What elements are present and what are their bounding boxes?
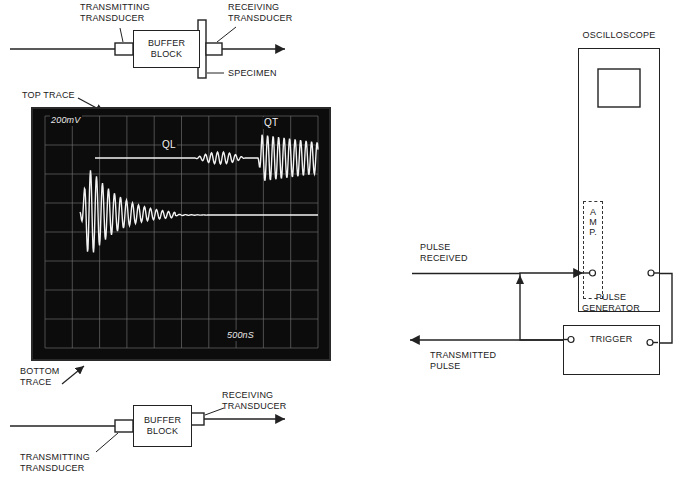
leader-line <box>205 408 224 415</box>
leader-line <box>217 27 236 42</box>
signal-label-holder: PULSE RECEIVED <box>420 242 480 264</box>
transducer <box>190 413 204 425</box>
trace-label: QT <box>263 117 279 129</box>
leader-line <box>207 73 224 74</box>
part-label: TRANSMITTING TRANSDUCER <box>20 452 100 474</box>
trace-label-holder: QL <box>161 139 177 151</box>
transducer <box>206 43 222 55</box>
signal-label-holder: TRANSMITTED PULSE <box>430 350 505 372</box>
terminal-label: TRIGGER <box>590 334 632 345</box>
scale-label: 200mV <box>50 115 82 126</box>
leader-line <box>120 28 123 42</box>
device-housing: AMP. <box>578 48 660 312</box>
grid-line <box>45 348 318 349</box>
signal-label: TRANSMITTED PULSE <box>430 350 505 372</box>
graticule <box>45 116 318 348</box>
grid-line <box>45 145 318 146</box>
transducer <box>115 420 133 432</box>
part-label-holder: RECEIVING TRANSDUCER <box>222 390 297 412</box>
wire-connector <box>520 273 583 340</box>
wire <box>653 342 658 343</box>
block-label: BUFFER BLOCK <box>137 415 188 437</box>
signal-label: PULSE RECEIVED <box>420 242 480 264</box>
transducer <box>115 43 133 55</box>
scale-label: 500nS <box>226 330 255 341</box>
pulse-generator: PULSE GENERATOR TRIGGER <box>556 292 666 375</box>
signal-line <box>412 273 520 274</box>
device-heading: PULSE GENERATOR <box>579 292 643 314</box>
terminal <box>647 340 653 346</box>
scale-label-holder: 200mV <box>50 115 82 126</box>
part-label: TRANSMITTING TRANSDUCER <box>80 2 160 24</box>
trace-label: QL <box>161 139 177 151</box>
signal-line <box>10 48 115 49</box>
wire-connector <box>660 274 672 344</box>
amplifier: AMP. <box>583 201 603 299</box>
trace-label: TOP TRACE <box>22 90 75 101</box>
terminal <box>590 270 596 276</box>
device-housing: TRIGGER <box>563 325 660 375</box>
device-detail <box>564 326 661 376</box>
part-label-holder: RECEIVING TRANSDUCER <box>228 2 303 24</box>
device-heading: OSCILLOSCOPE <box>572 30 666 41</box>
signal-arrow <box>204 418 285 419</box>
part-label: SPECIMEN <box>228 68 277 79</box>
buffer-block: BUFFER BLOCK <box>133 30 200 68</box>
grid-line <box>45 319 318 320</box>
terminal <box>648 270 654 276</box>
block-label: BUFFER BLOCK <box>137 38 196 60</box>
trace-label: BOTTOM TRACE <box>20 366 72 388</box>
part-label: RECEIVING TRANSDUCER <box>228 2 303 24</box>
screen-outline <box>598 69 640 107</box>
grid-line <box>45 261 318 262</box>
part-label-holder: TRANSMITTING TRANSDUCER <box>20 452 100 474</box>
oscilloscope: OSCILLOSCOPE AMP. <box>572 30 666 312</box>
buffer-block: BUFFER BLOCK <box>133 405 192 447</box>
wire <box>654 272 659 273</box>
signal-line <box>10 425 115 426</box>
amp-label: AMP. <box>589 208 598 238</box>
terminal <box>568 337 574 343</box>
trace-label-holder: TOP TRACE <box>22 90 75 101</box>
leader-line <box>96 433 118 452</box>
part-label-holder: SPECIMEN <box>228 68 277 79</box>
trace-label-holder: BOTTOM TRACE <box>20 366 72 388</box>
trace <box>95 135 318 181</box>
part-label-holder: TRANSMITTING TRANSDUCER <box>80 2 160 24</box>
grid-line <box>45 290 318 291</box>
scope-photo <box>32 108 330 360</box>
trace <box>80 170 318 252</box>
trace-label-holder: QT <box>263 117 279 129</box>
wire <box>584 272 590 273</box>
wire <box>564 339 568 340</box>
signal-arrow <box>222 48 285 49</box>
pointer-arrow <box>62 366 84 384</box>
scale-label-holder: 500nS <box>226 330 255 341</box>
part-label: RECEIVING TRANSDUCER <box>222 390 297 412</box>
